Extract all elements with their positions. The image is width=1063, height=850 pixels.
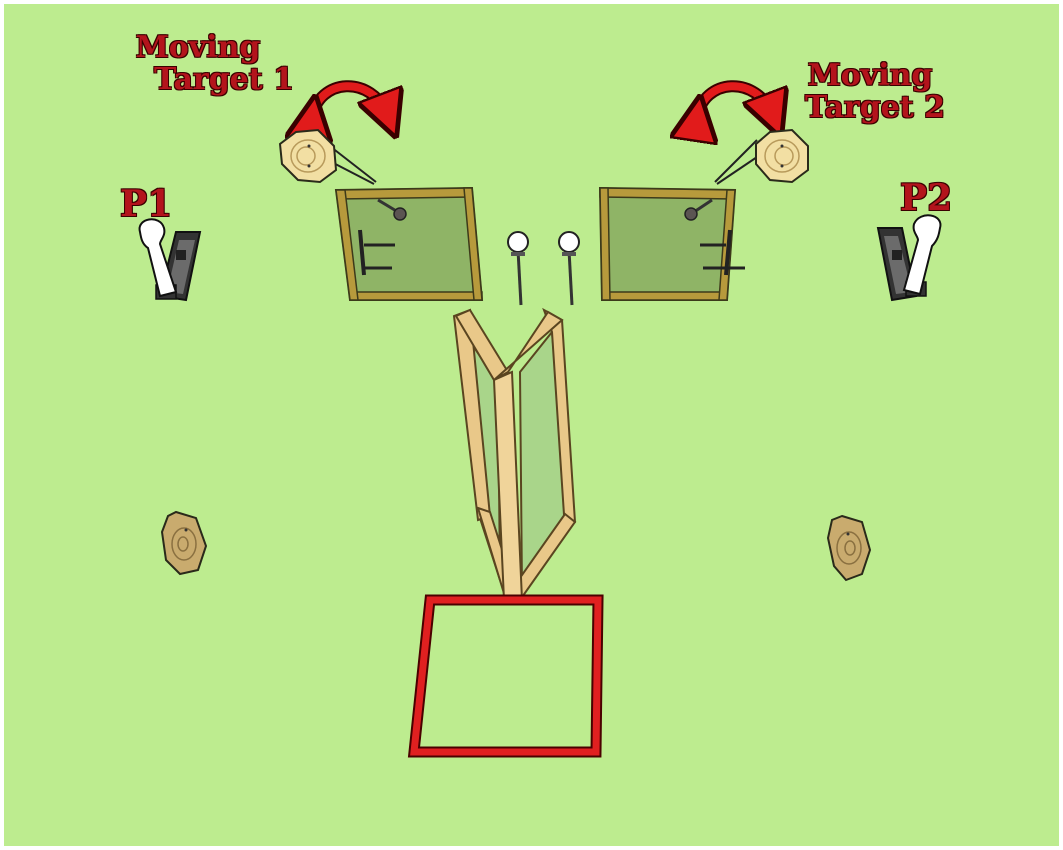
static-target-left — [160, 510, 208, 576]
moving-target-2-label-line1: Moving — [807, 58, 933, 93]
moving-target-2-label-line2: Target 2 — [805, 89, 945, 125]
moving-target-1-label-line1: Moving — [135, 30, 261, 65]
moving-target-1 — [278, 128, 377, 185]
p2-label: P2 — [900, 177, 953, 219]
moving-target-1-label-line2: Target 1 — [154, 61, 294, 97]
moving-target-1-label: Moving Target 1 — [118, 30, 294, 97]
static-target-right — [826, 514, 872, 582]
wall-panel-right — [598, 186, 745, 301]
shooting-box — [407, 594, 604, 758]
v-wall — [452, 307, 577, 602]
popper-target-right — [558, 231, 580, 306]
p2-target — [876, 214, 942, 302]
popper-target-left — [507, 231, 529, 306]
p1-target — [138, 218, 202, 302]
p1-label: P1 — [120, 183, 173, 225]
wall-panel-left — [334, 186, 484, 301]
moving-target-2 — [714, 128, 809, 185]
moving-target-2-label: Moving Target 2 — [790, 60, 950, 123]
